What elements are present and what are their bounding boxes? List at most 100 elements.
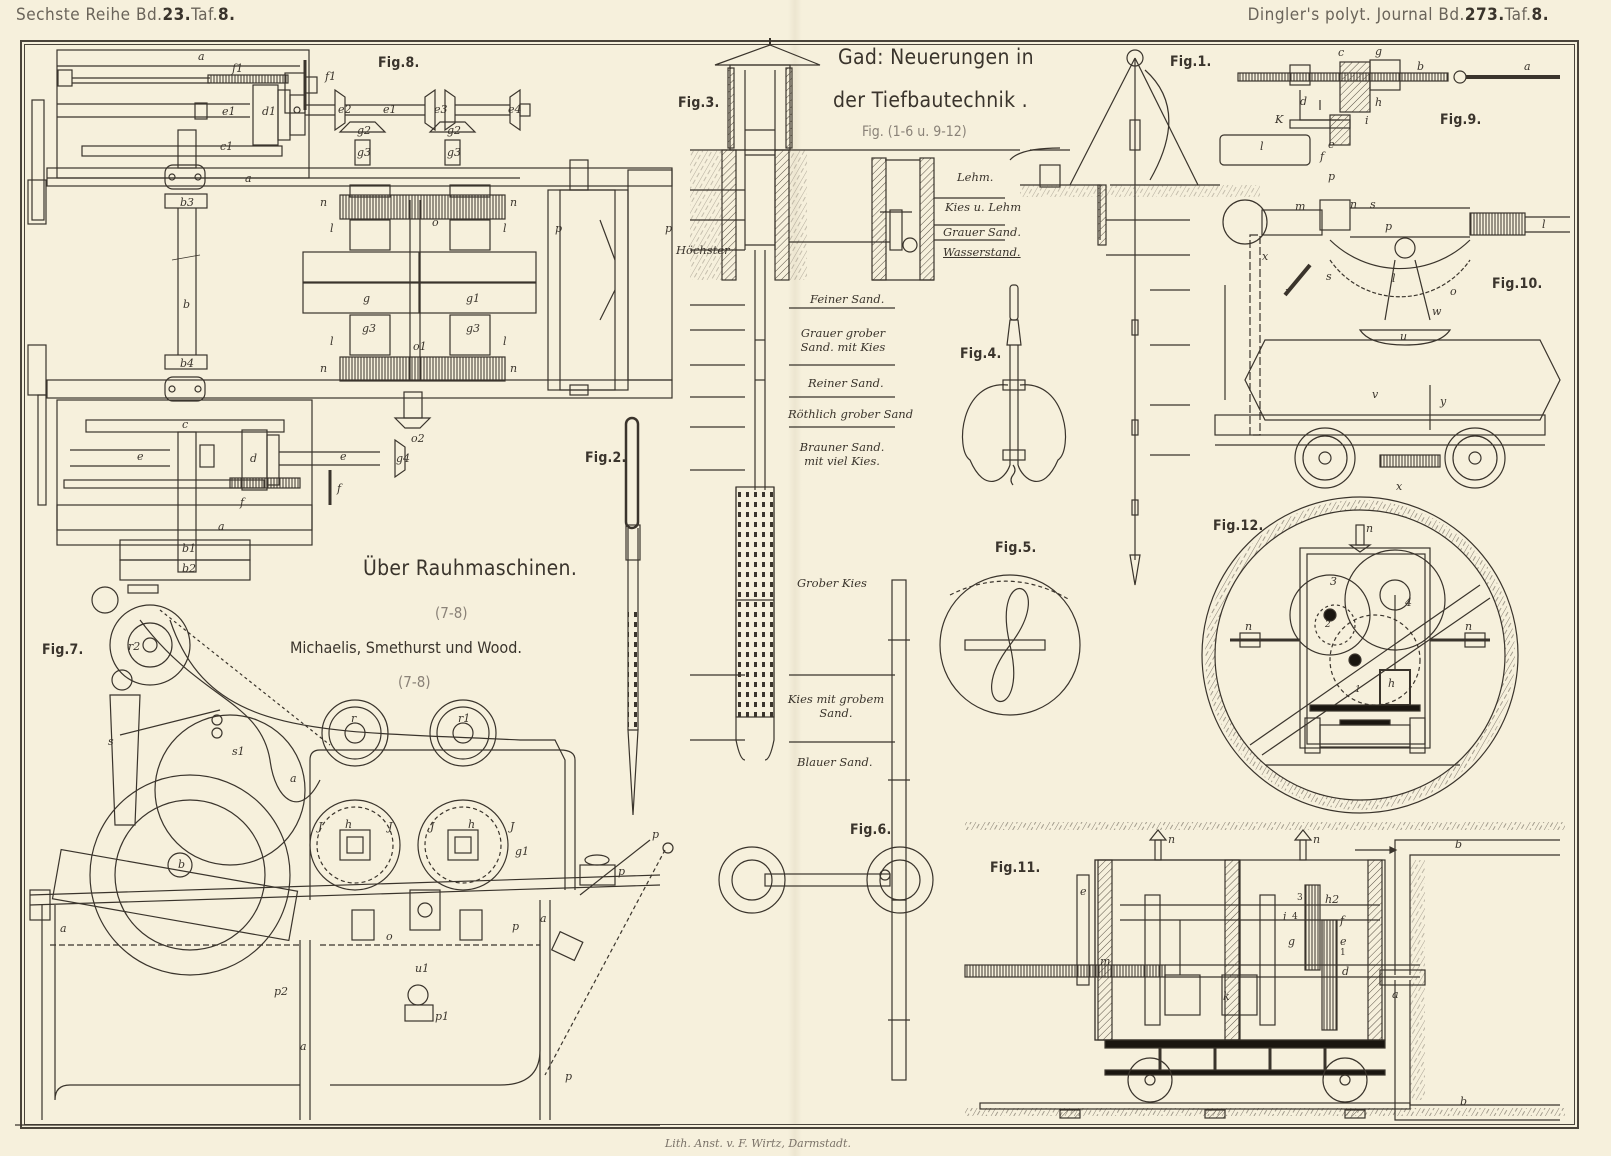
part-label: a: [218, 520, 225, 533]
part-label: g: [1288, 935, 1296, 948]
fig11-label: Fig.11.: [990, 860, 1041, 876]
plate-prefix: Taf.: [191, 5, 219, 25]
part-label: g4: [396, 452, 411, 465]
plate-number: 8.: [218, 5, 236, 25]
lithographer-credit: Lith. Anst. v. F. Wirtz, Darmstadt.: [665, 1137, 851, 1150]
part-label: p1: [435, 1010, 450, 1023]
part-label: e1: [222, 105, 236, 118]
part-label: e: [1080, 885, 1087, 898]
part-label: 1: [1340, 948, 1346, 958]
part-label: e1: [383, 103, 397, 116]
part-label: J: [510, 820, 515, 833]
part-label: J: [318, 820, 323, 833]
volume-number: 23.: [162, 5, 192, 25]
part-label: f: [1340, 914, 1345, 927]
article-title-line2: der Tiefbautechnik .: [833, 88, 1028, 112]
part-label: n: [1168, 833, 1176, 846]
stratum-label: Reiner Sand.: [808, 376, 884, 390]
fig6-drawing: [718, 579, 934, 1081]
part-label: d: [1300, 95, 1308, 108]
part-label: n: [1366, 522, 1374, 535]
part-label: g2: [447, 124, 462, 137]
part-label: x: [1396, 480, 1403, 493]
fig11-drawing: [964, 822, 1565, 1121]
part-label: l: [503, 335, 507, 348]
part-label: o: [386, 930, 393, 943]
fig3-drawing: [690, 38, 1020, 761]
page-fold: [788, 0, 802, 1156]
part-label: c: [182, 418, 189, 431]
part-label: f: [1320, 150, 1325, 163]
fig1-drawing: [1009, 49, 1260, 586]
stratum-label: Lehm.: [957, 170, 994, 184]
water-level-label: Wasserstand.: [943, 245, 1021, 259]
part-label: n: [1313, 833, 1321, 846]
part-label: l: [1542, 218, 1546, 231]
part-label: r1: [458, 712, 471, 725]
part-label: o: [1450, 285, 1457, 298]
fig9-drawing: [1219, 59, 1560, 166]
fig7-label: Fig.7.: [42, 642, 84, 658]
stratum-label: Grober Kies: [797, 576, 867, 590]
article-title-line1: Gad: Neuerungen in: [838, 45, 1034, 69]
part-label: b2: [182, 562, 197, 575]
fig10-label: Fig.10.: [1492, 276, 1543, 292]
part-label: u1: [415, 962, 430, 975]
part-label: a: [540, 912, 547, 925]
part-label: l: [1392, 272, 1396, 285]
part-label: l: [330, 222, 334, 235]
part-label: e: [1328, 138, 1335, 151]
part-label: i: [1283, 910, 1287, 923]
stratum-label: Kies u. Lehm: [945, 200, 1022, 214]
part-label: b: [1460, 1095, 1468, 1108]
plate-prefix: Taf.: [1504, 5, 1532, 25]
part-label: p: [652, 828, 660, 841]
part-label: m: [1100, 955, 1111, 968]
part-label: g3: [362, 322, 377, 335]
part-label: e: [1340, 935, 1347, 948]
series-label: Sechste Reihe: [16, 5, 131, 25]
part-label: r2: [128, 640, 141, 653]
stratum-label: Kies mit grobem Sand.: [787, 692, 885, 720]
part-label: 3: [1330, 575, 1337, 588]
part-label: d: [250, 452, 258, 465]
part-label: w: [1432, 305, 1442, 318]
part-label: g3: [447, 146, 462, 159]
fig2-drawing: [624, 416, 641, 816]
part-label: n: [1350, 198, 1358, 211]
part-label: l: [330, 335, 334, 348]
fig6-label: Fig.6.: [850, 822, 892, 838]
part-label: f1: [232, 62, 244, 75]
part-label: d: [1342, 965, 1350, 978]
stratum-label: Röthlich grober Sand: [788, 407, 914, 421]
part-label: e: [340, 450, 347, 463]
part-label: g1: [515, 845, 530, 858]
part-label: h: [1375, 96, 1383, 109]
header-right: Dingler's polyt. Journal Bd.273.Taf.8.: [1248, 5, 1549, 25]
fig5-drawing: [939, 574, 1081, 716]
article-figures-ref-1: (7-8): [435, 604, 468, 622]
part-label: m: [1295, 200, 1306, 213]
part-label: b3: [180, 196, 195, 209]
part-label: e4: [508, 103, 522, 116]
part-label: 3: [1297, 893, 1303, 903]
part-label: 4: [1292, 912, 1298, 922]
article-figures-ref-2: (7-8): [398, 673, 431, 691]
stratum-label: Grauer grober Sand. mit Kies: [800, 326, 886, 354]
part-label: f: [240, 496, 245, 509]
part-label: b1: [182, 542, 197, 555]
part-label: p2: [274, 985, 289, 998]
part-label: o1: [413, 340, 427, 353]
plate-frame: [20, 40, 1579, 1129]
part-label: 2: [1325, 620, 1331, 630]
part-label: b: [1455, 838, 1463, 851]
article-figures-ref: Fig. (1-6 u. 9-12): [862, 124, 967, 140]
part-label: n: [320, 362, 328, 375]
part-label: p: [1385, 220, 1393, 233]
fig9-label: Fig.9.: [1440, 112, 1482, 128]
article-title: Über Rauhmaschinen.: [363, 556, 578, 580]
part-label: a: [60, 922, 67, 935]
part-label: g: [1375, 45, 1383, 58]
part-label: f1: [325, 70, 337, 83]
